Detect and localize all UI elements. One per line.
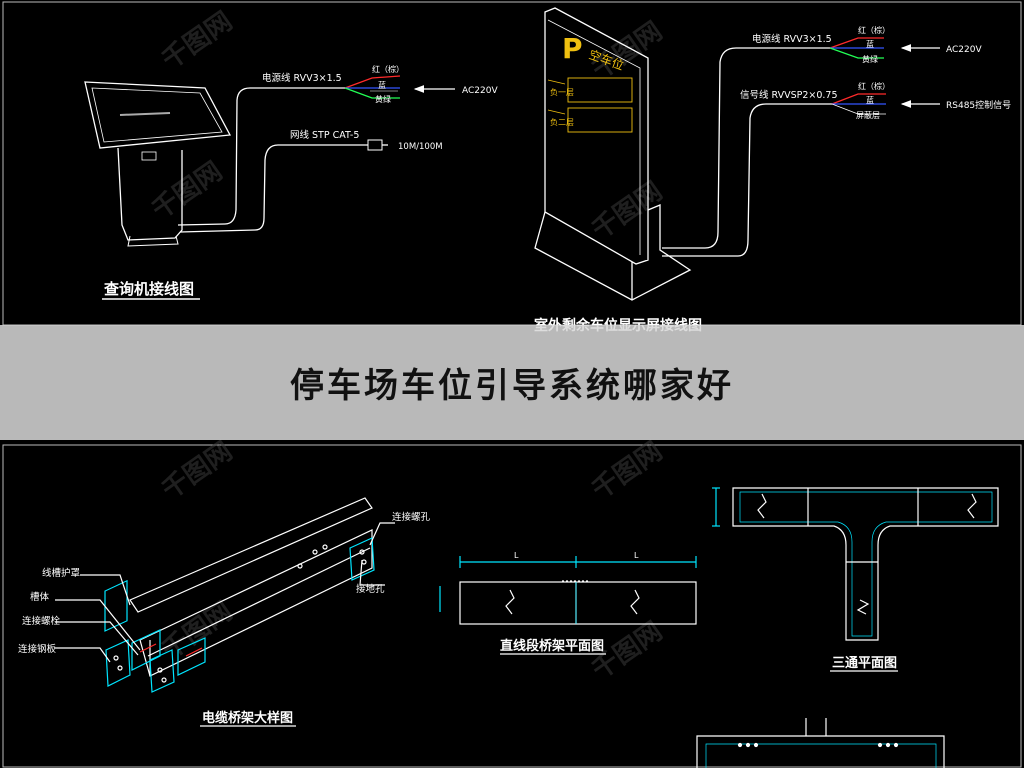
kiosk-diagram-title: 查询机接线图 (104, 280, 194, 298)
kiosk-power-cable-label: 电源线 RVV3×1.5 (262, 72, 342, 84)
kiosk-power-cable (177, 87, 345, 226)
tray-body (139, 529, 373, 677)
kiosk-body (117, 147, 183, 241)
display-signal-wire-blue: 蓝 (866, 95, 874, 105)
tee-labels: 三通平面图 (832, 655, 897, 671)
watermark-4: 千图网 (587, 176, 668, 245)
display-power-cable (662, 47, 830, 249)
watermark-7: 千图网 (157, 596, 238, 665)
kiosk-wire-blue-label: 蓝 (378, 80, 386, 90)
title-banner: 停车场车位引导系统哪家好 (0, 325, 1024, 440)
kiosk-power-source-label: AC220V (462, 86, 498, 96)
tray-label-plate: 连接钢板 (18, 643, 57, 655)
display-signal-wire-shield: 屏蔽层 (856, 110, 880, 120)
straight-dim-right: L (634, 551, 639, 560)
kiosk-labels: 电源线 RVV3×1.5 红（棕） 蓝 黄绿 AC220V 网线 STP CAT… (104, 64, 498, 298)
tray-label-bolt-hole: 连接螺孔 (392, 511, 431, 523)
tray-detail-title: 电缆桥架大样图 (202, 710, 293, 726)
kiosk-network-cable-label: 网线 STP CAT-5 (290, 129, 359, 141)
tee-plan (712, 487, 999, 641)
straight-tray-labels: L L 直线段桥架平面图 (500, 551, 639, 654)
kiosk-network-speed-label: 10M/100M (398, 142, 443, 152)
tray-label-ground-hole: 接地孔 (356, 583, 385, 595)
display-row-2: 负二层 (550, 117, 574, 127)
display-signal-cable-label: 信号线 RVVSP2×0.75 (740, 89, 838, 101)
display-base (534, 204, 692, 301)
kiosk-wire-red-label: 红（棕） (372, 64, 404, 74)
display-row-1: 负一层 (550, 87, 574, 97)
straight-tray-outline (459, 581, 697, 625)
display-signal-cable (662, 103, 832, 257)
bottom-panel-border (2, 444, 1022, 768)
tray-label-bolt: 连接螺栓 (22, 615, 61, 627)
watermark-6: 千图网 (587, 436, 668, 505)
tray-label-cover: 线槽护罩 (42, 567, 80, 579)
kiosk-wiring-diagram (84, 75, 455, 247)
tee-outline (732, 487, 999, 641)
display-signal-wire-red: 红（棕） (858, 81, 890, 91)
display-power-wire-red: 红（棕） (858, 25, 890, 35)
display-power-source: AC220V (946, 45, 982, 55)
kiosk-network-cable (179, 144, 368, 233)
tray-labels: 线槽护罩 槽体 连接螺栓 连接钢板 连接螺孔 接地孔 电缆桥架大样图 (18, 511, 431, 726)
partial-cross-section (696, 718, 945, 768)
cable-tray-detail (55, 497, 395, 693)
watermark-3: 千图网 (147, 156, 228, 225)
tray-label-body: 槽体 (30, 591, 50, 603)
page-title: 停车场车位引导系统哪家好 (290, 366, 734, 406)
straight-tray-plan (439, 556, 697, 625)
display-power-wire-green: 黄绿 (862, 54, 878, 64)
tee-plan-title: 三通平面图 (832, 655, 897, 671)
display-p-icon: P (562, 32, 583, 65)
straight-dim-left: L (514, 551, 519, 560)
top-panel-border (2, 1, 1022, 326)
straight-tray-title: 直线段桥架平面图 (500, 638, 604, 654)
display-wiring-diagram (534, 7, 940, 301)
kiosk-wire-green-label: 黄绿 (375, 94, 391, 104)
watermark-1: 千图网 (157, 6, 238, 75)
display-signal-source: RS485控制信号 (946, 99, 1011, 111)
display-power-cable-label: 电源线 RVV3×1.5 (752, 33, 832, 45)
display-power-wire-blue: 蓝 (866, 39, 874, 49)
kiosk-screen (84, 81, 232, 149)
watermark-5: 千图网 (157, 436, 238, 505)
tray-cover (129, 497, 373, 613)
